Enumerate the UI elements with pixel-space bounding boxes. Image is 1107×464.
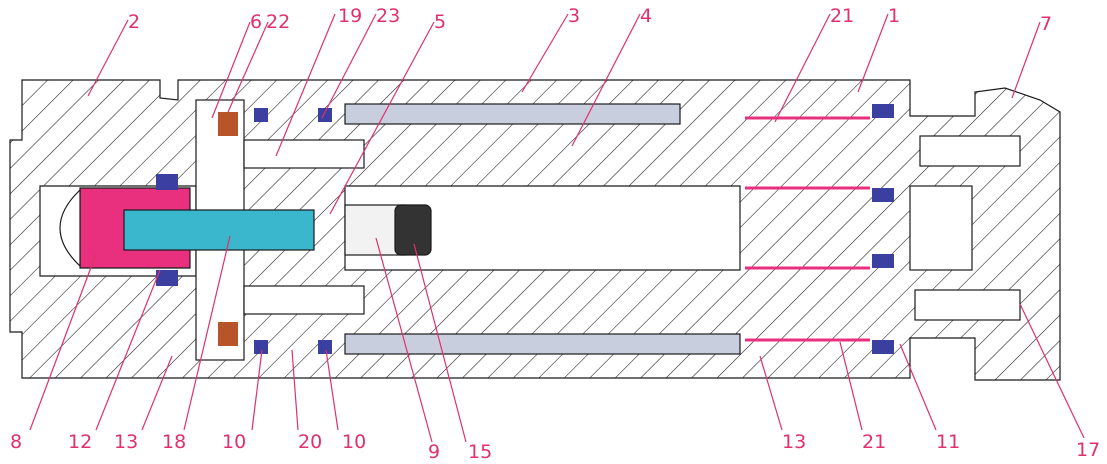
callout-2: 2: [128, 11, 140, 33]
seal-bottom-left: [156, 270, 178, 286]
callout-9: 9: [428, 441, 440, 463]
bottom-tube: [344, 333, 741, 355]
callout-23: 23: [376, 5, 400, 27]
seal-10-top-a: [254, 108, 268, 122]
callout-1: 1: [888, 5, 900, 27]
callout-18: 18: [162, 431, 186, 453]
right-hole-bottom: [914, 289, 1021, 321]
callout-7: 7: [1040, 13, 1052, 35]
right-cavity: [909, 185, 973, 271]
callout-21-bottom: 21: [862, 431, 886, 453]
callout-17: 17: [1076, 439, 1100, 461]
callout-21-top: 21: [830, 5, 854, 27]
leader-lines: [29, 13, 1085, 443]
callout-13-left: 13: [114, 431, 138, 453]
rubber-ring: [394, 204, 432, 256]
seal-top-left: [156, 174, 178, 190]
cyan-rod: [123, 209, 315, 251]
callout-11: 11: [936, 431, 960, 453]
seal-right-bottom: [872, 340, 894, 354]
callout-10-left: 10: [222, 431, 246, 453]
callout-8: 8: [10, 431, 22, 453]
callout-5: 5: [434, 11, 446, 33]
top-tube: [344, 103, 681, 125]
brown-seal-bottom: [218, 322, 238, 346]
seal-10-top-b: [318, 108, 332, 122]
left-screw-bottom: [243, 285, 365, 315]
callout-20: 20: [298, 431, 322, 453]
seal-right-lower: [872, 254, 894, 268]
callout-6: 6: [250, 11, 262, 33]
right-hole-top: [919, 135, 1021, 167]
callout-3: 3: [568, 5, 580, 27]
callout-4: 4: [640, 5, 652, 27]
callout-13-right: 13: [782, 431, 806, 453]
callout-19: 19: [338, 5, 362, 27]
magenta-dome: [59, 188, 81, 268]
seal-right-upper: [872, 188, 894, 202]
callout-22: 22: [266, 11, 290, 33]
left-screw-top: [243, 139, 365, 169]
brown-seal-top: [218, 112, 238, 136]
seal-right-top: [872, 104, 894, 118]
callout-15: 15: [468, 441, 492, 463]
seal-10-bottom-a: [254, 340, 268, 354]
callout-10-right: 10: [342, 431, 366, 453]
callout-12: 12: [68, 431, 92, 453]
seal-10-bottom-b: [318, 340, 332, 354]
